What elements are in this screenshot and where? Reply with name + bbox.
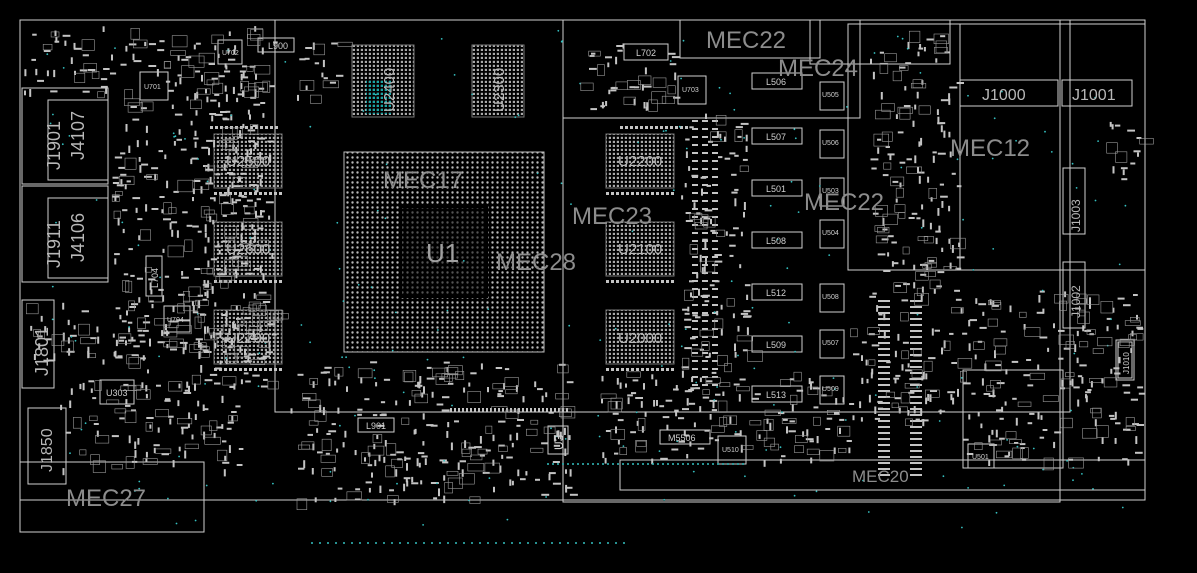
- label-j1801: J1801: [32, 327, 52, 376]
- u702-package: [217, 39, 243, 65]
- label-j1901: J1901: [44, 121, 64, 170]
- region-mec27-outline: [19, 461, 205, 533]
- region-label-mec17: MEC17: [383, 167, 463, 194]
- label-l509: L509: [766, 340, 786, 350]
- label-u2300: U2300: [491, 68, 508, 112]
- u505-mosfet: [819, 81, 845, 111]
- label-l704: L704: [150, 268, 160, 288]
- label-u510: U510: [722, 447, 739, 454]
- region-label-mec27: MEC27: [66, 485, 146, 512]
- label-u1: U1: [426, 238, 459, 268]
- label-u507: U507: [822, 340, 839, 347]
- label-l702: L702: [636, 48, 656, 58]
- region-label-mec20: MEC20: [852, 467, 909, 486]
- region-label-mec22-right: MEC22: [804, 189, 884, 216]
- label-u2400: U2400: [381, 68, 398, 112]
- l702-inductor: [623, 43, 669, 61]
- u701-package: [139, 71, 169, 101]
- u508-mosfet: [819, 283, 845, 313]
- label-u303: U303: [106, 388, 128, 398]
- u2300-bga: [471, 44, 525, 118]
- label-u701: U701: [144, 84, 161, 91]
- l901-inductor: [357, 417, 395, 433]
- region-label-mec12: MEC12: [950, 135, 1030, 162]
- region-label-mec24: MEC24: [778, 55, 858, 82]
- u506-mosfet: [819, 129, 845, 159]
- label-u702: U702: [222, 50, 239, 57]
- u2200-bga: [605, 133, 675, 189]
- label-u2600: U2600: [226, 241, 270, 258]
- label-u3: U3: [552, 434, 566, 450]
- label-u2700: U2700: [226, 330, 270, 347]
- label-j1002: J1002: [1069, 285, 1083, 318]
- u509-mosfet: [819, 375, 845, 405]
- label-u508: U508: [822, 294, 839, 301]
- u703-package: [677, 75, 707, 105]
- m5506-package: [659, 429, 711, 445]
- l501-inductor: [751, 179, 803, 197]
- label-j1000: J1000: [982, 87, 1026, 104]
- label-u503: U503: [822, 188, 839, 195]
- l509-inductor: [751, 335, 803, 353]
- u501-package: [967, 443, 995, 469]
- label-j1010: J1010: [1122, 352, 1131, 374]
- region-label-mec22-top: MEC22: [706, 27, 786, 54]
- label-u509: U509: [822, 386, 839, 393]
- region-mec22-right-outline: [847, 23, 961, 271]
- label-j4106: J4106: [68, 213, 88, 262]
- u1-bga: [343, 151, 545, 353]
- label-l513: L513: [766, 390, 786, 400]
- label-u704: U704: [167, 317, 184, 324]
- label-j1850: J1850: [39, 428, 56, 472]
- label-u506: U506: [822, 140, 839, 147]
- l900-inductor: [257, 37, 295, 53]
- label-l506: L506: [766, 77, 786, 87]
- label-l507: L507: [766, 132, 786, 142]
- u2100-bga: [605, 221, 675, 277]
- label-j4107: J4107: [68, 111, 88, 160]
- label-u2100: U2100: [618, 241, 662, 258]
- u2000-bga: [605, 309, 675, 365]
- l506-inductor: [751, 72, 803, 90]
- label-j1003: J1003: [1069, 199, 1083, 232]
- region-mec20-outline: [619, 459, 1146, 491]
- label-l501: L501: [766, 184, 786, 194]
- u303-package: [99, 379, 135, 405]
- label-u501: U501: [972, 454, 989, 461]
- label-l508: L508: [766, 236, 786, 246]
- label-l900: L900: [268, 41, 288, 51]
- u3-package: [547, 425, 569, 455]
- label-u2000: U2000: [618, 330, 662, 347]
- label-u2200: U2200: [618, 153, 662, 170]
- l508-inductor: [751, 231, 803, 249]
- u504-mosfet: [819, 219, 845, 249]
- label-u703: U703: [682, 87, 699, 94]
- l512-inductor: [751, 283, 803, 301]
- l513-inductor: [751, 385, 803, 403]
- region-mec24-outline: [562, 19, 861, 119]
- region-label-mec23: MEC23: [572, 203, 652, 230]
- region-label-mec28: MEC28: [496, 249, 576, 276]
- label-u2500: U2500: [226, 153, 270, 170]
- u503-mosfet: [819, 177, 845, 207]
- label-l901: L901: [366, 421, 386, 431]
- label-j1001: J1001: [1072, 87, 1116, 104]
- label-j1911: J1911: [44, 220, 64, 268]
- label-m5506: M5506: [668, 433, 696, 443]
- l507-inductor: [751, 127, 803, 145]
- label-l512: L512: [766, 288, 786, 298]
- label-u505: U505: [822, 92, 839, 99]
- u507-mosfet: [819, 329, 845, 359]
- label-u504: U504: [822, 230, 839, 237]
